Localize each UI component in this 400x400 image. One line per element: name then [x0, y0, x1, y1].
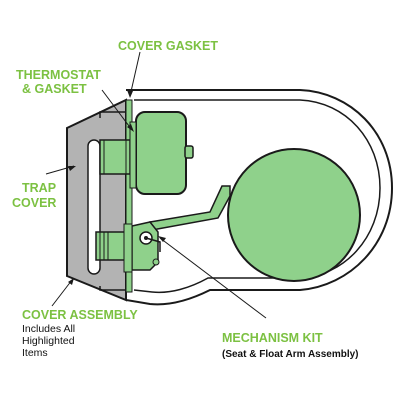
arrowhead-cover-assembly — [68, 278, 74, 285]
label-mechanism-kit-note: (Seat & Float Arm Assembly) — [222, 349, 359, 360]
leader-cover-gasket — [129, 51, 141, 97]
cover-gasket-strip — [125, 99, 133, 293]
label-cover-gasket: COVER GASKET — [118, 39, 218, 53]
thermostat-neck — [99, 139, 131, 175]
trap-body — [125, 89, 394, 306]
leader-thermostat — [101, 89, 133, 131]
label-cover-assembly: COVER ASSEMBLY — [22, 308, 138, 322]
leader-arrowheads — [68, 90, 166, 285]
leader-mechanism-kit — [159, 237, 267, 319]
leader-cover-assembly — [51, 279, 73, 307]
mechanism-kit — [95, 185, 231, 273]
label-cover-assembly-note-line1: Includes All — [22, 323, 75, 335]
trap-body-outer-outline — [125, 89, 394, 306]
label-trap-cover-line2: COVER — [12, 196, 56, 210]
float-arm — [149, 185, 231, 231]
thermostat-gasket — [129, 121, 137, 189]
label-cover-assembly-note-line2: Highlighted — [22, 335, 75, 347]
trap-cover-flange — [99, 111, 126, 291]
arrowhead-thermostat — [127, 124, 134, 132]
thermostat — [99, 111, 194, 195]
thermostat-body — [135, 111, 187, 195]
thermostat-tip — [184, 145, 194, 159]
label-thermostat-line1: THERMOSTAT — [16, 68, 101, 82]
mechanism-bolt — [152, 258, 160, 266]
label-thermostat-line2: & GASKET — [22, 82, 87, 96]
trap-body-inner-outline — [133, 99, 381, 294]
seat-flange — [123, 223, 133, 273]
mechanism-lever — [145, 237, 161, 252]
label-cover-assembly-note-line3: Items — [22, 347, 48, 359]
leader-lines — [45, 51, 267, 319]
label-mechanism-kit: MECHANISM KIT — [222, 331, 323, 345]
label-trap-cover-line1: TRAP — [22, 181, 56, 195]
arrowhead-mechanism-kit — [158, 236, 166, 242]
trap-cover — [66, 98, 127, 302]
arrowhead-cover-gasket — [127, 90, 133, 98]
cover-gasket — [125, 99, 133, 293]
float-ball-body — [227, 148, 361, 282]
arrowhead-trap-cover — [68, 166, 76, 171]
float-ball — [227, 148, 361, 282]
